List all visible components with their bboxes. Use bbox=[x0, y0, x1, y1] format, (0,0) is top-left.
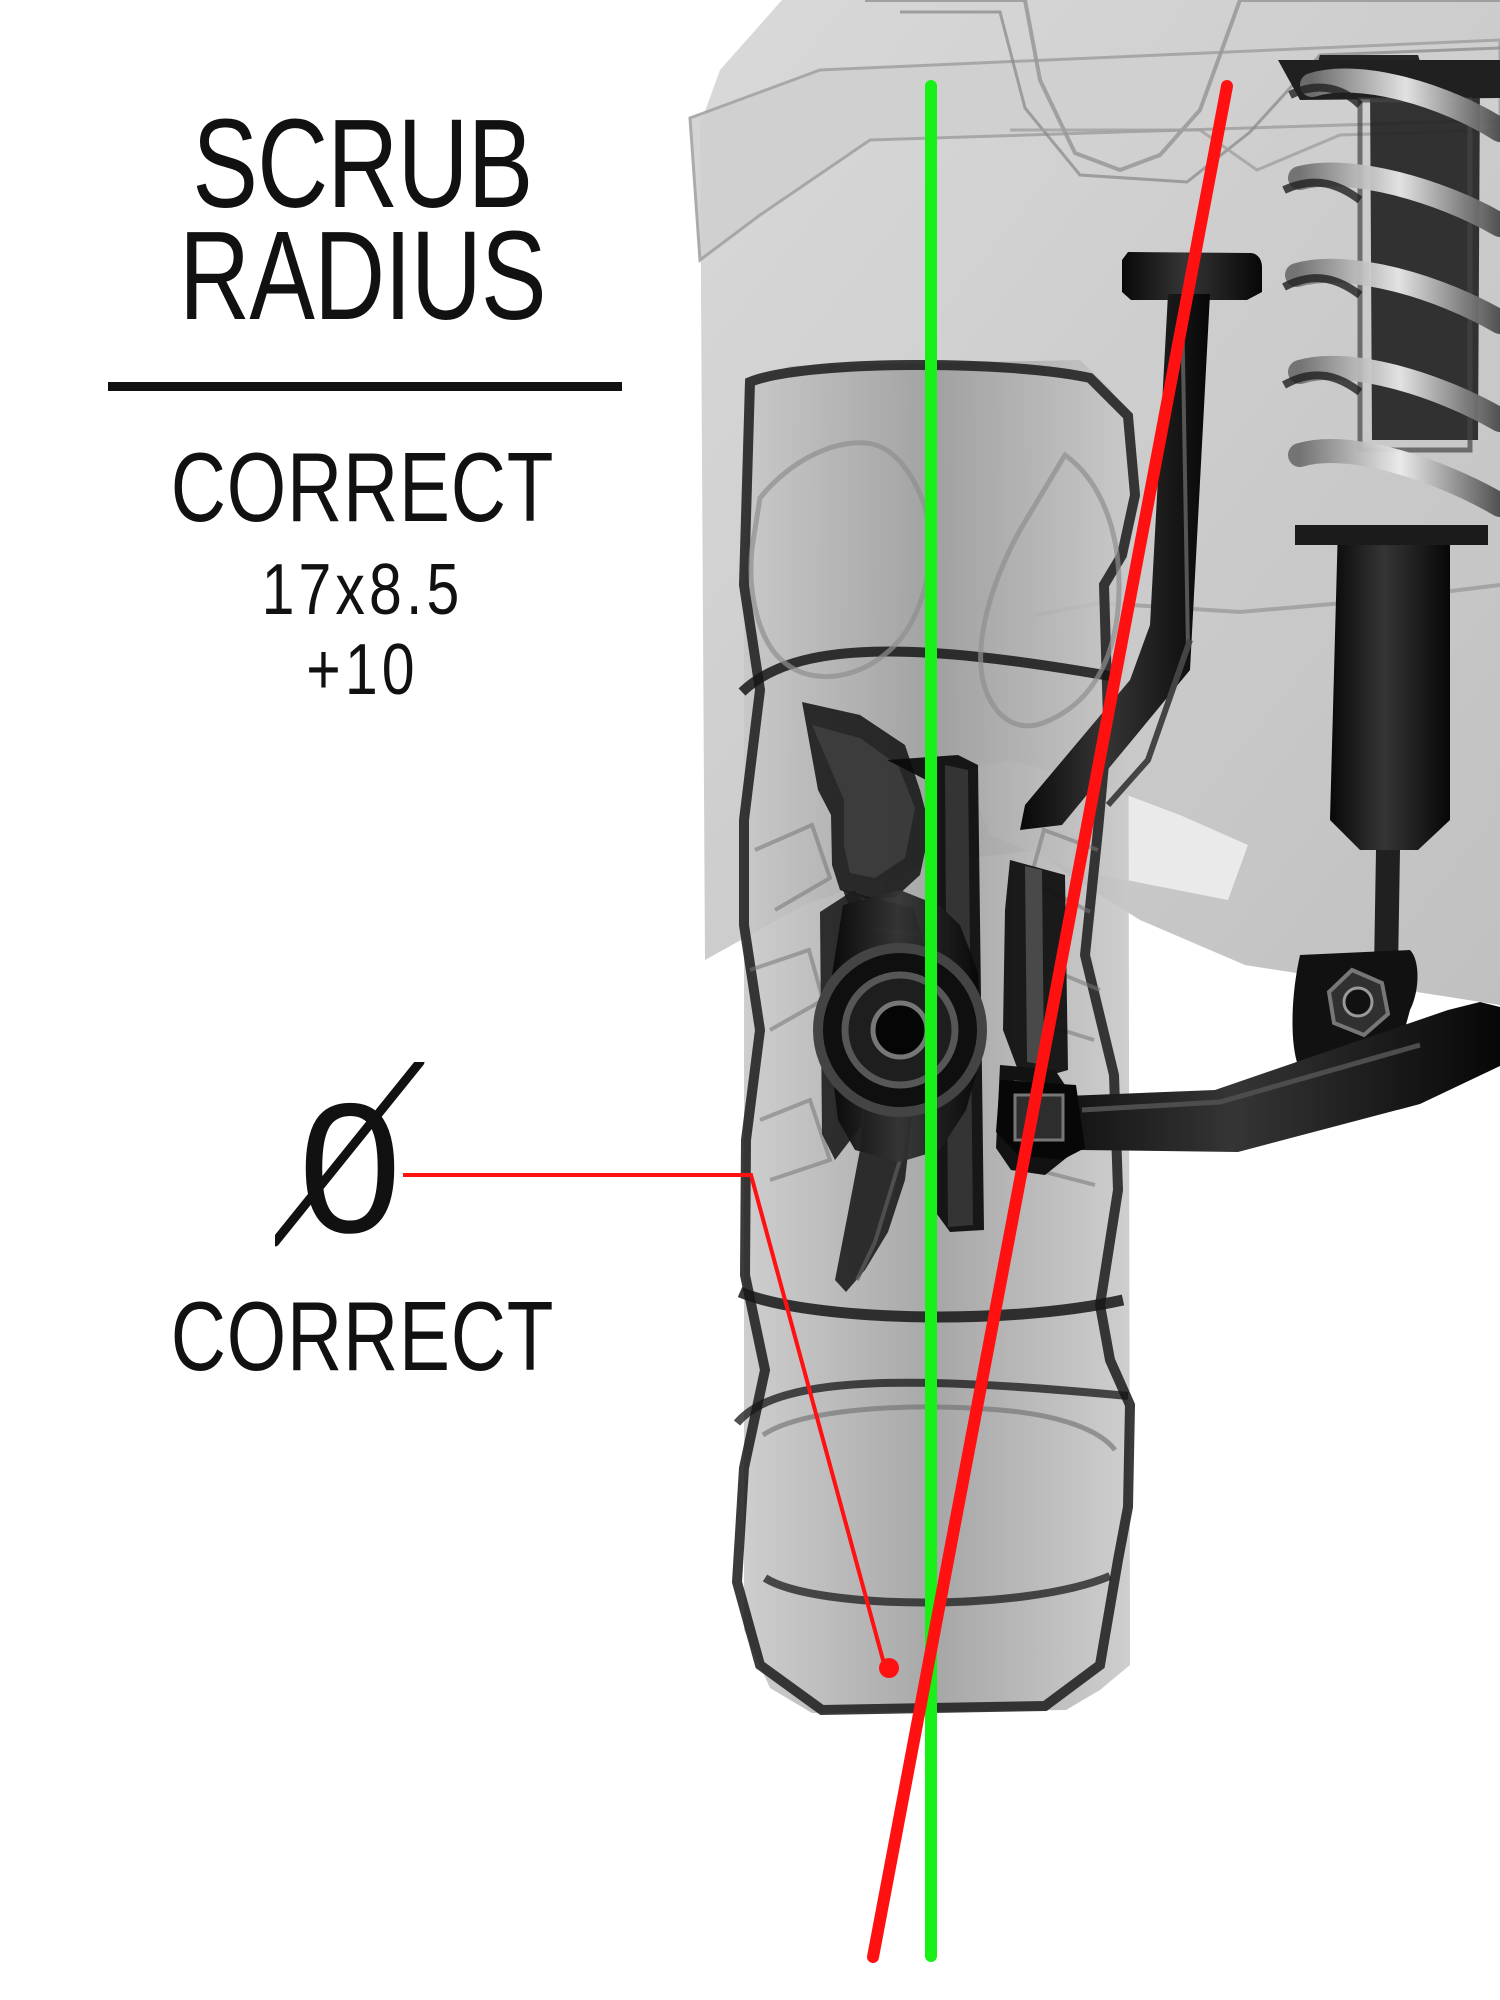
scrub-value-text: 0 bbox=[299, 1066, 402, 1254]
crossed-zero-symbol: 0 bbox=[275, 1062, 425, 1254]
shock-and-spring-assembly bbox=[1278, 55, 1500, 1070]
scrub-radius-marker bbox=[879, 1658, 899, 1678]
title-line-2: RADIUS bbox=[179, 205, 546, 346]
wheel-spec-label: 17x8.5 +10 bbox=[261, 550, 464, 710]
diagram-title: SCRUB RADIUS bbox=[100, 93, 625, 346]
geometry-lines bbox=[403, 80, 1233, 1963]
lower-status-label: CORRECT bbox=[170, 1281, 555, 1391]
upper-status-label: CORRECT bbox=[170, 432, 555, 542]
title-divider bbox=[108, 382, 622, 391]
steering-axis-line bbox=[867, 80, 1233, 1963]
scrub-radius-leader bbox=[403, 1173, 888, 1672]
title-line-1: SCRUB bbox=[192, 93, 533, 234]
